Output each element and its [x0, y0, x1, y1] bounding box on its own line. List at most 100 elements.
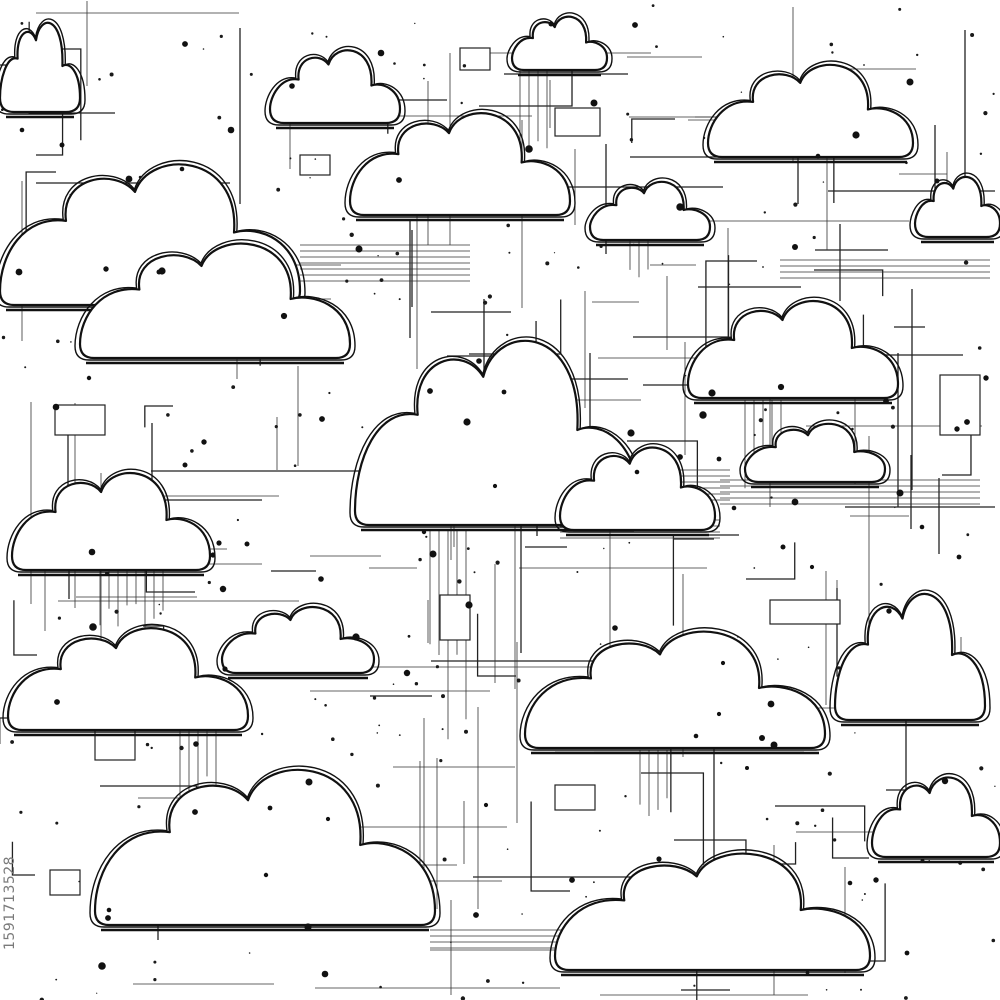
circuit-node — [627, 429, 635, 437]
circuit-node — [325, 816, 331, 822]
circuit-node — [192, 809, 198, 815]
cloud-icon — [2, 623, 254, 733]
circuit-node — [465, 601, 473, 609]
ink-speck — [379, 985, 382, 989]
circuit-node — [483, 802, 489, 808]
ink-speck — [822, 181, 825, 183]
ink-speck — [274, 425, 278, 429]
watermark-id-text: 1591713528 — [2, 855, 18, 950]
circuit-trace — [746, 542, 796, 580]
ink-speck — [879, 582, 883, 586]
circuit-node — [355, 245, 363, 253]
ink-speck — [450, 941, 452, 943]
ink-speck — [483, 300, 488, 305]
ink-speck — [179, 745, 184, 751]
cloud-icon — [220, 606, 376, 675]
circuit-node — [919, 524, 925, 530]
ink-speck — [153, 960, 157, 964]
ink-speck — [398, 298, 401, 301]
ink-speck — [753, 567, 756, 569]
circuit-nodes-layer — [15, 21, 989, 978]
ink-speck — [553, 252, 556, 254]
ink-speck — [486, 979, 490, 983]
circuit-node — [156, 269, 162, 275]
circuit-node — [427, 388, 433, 394]
ink-speck — [114, 609, 119, 614]
circuit-trace — [25, 171, 56, 238]
ink-speck — [345, 279, 349, 283]
circuit-node — [59, 142, 65, 148]
ink-speck — [439, 759, 443, 763]
ink-speck — [109, 72, 114, 77]
ink-speck — [898, 7, 902, 11]
cloud-icon — [743, 422, 887, 484]
ink-speck — [758, 418, 763, 423]
ink-speck — [506, 848, 509, 850]
ink-speck — [863, 64, 865, 66]
circuit-node — [792, 244, 798, 250]
circuit-node — [182, 41, 188, 47]
circuit-node — [699, 411, 707, 419]
ink-speck — [378, 724, 381, 727]
circuit-node — [632, 22, 638, 28]
circuit-trace — [831, 817, 869, 859]
circuit-node — [896, 489, 904, 497]
ink-speck — [793, 202, 798, 207]
ink-speck — [207, 580, 211, 585]
ink-speck — [827, 771, 832, 776]
circuit-node — [19, 127, 25, 133]
ink-speck — [78, 880, 80, 883]
ink-speck — [545, 261, 550, 266]
ink-speck — [829, 42, 834, 47]
cloud-icon — [523, 630, 827, 750]
ink-speck — [350, 752, 354, 757]
ink-speck — [441, 694, 445, 699]
circuit-node — [716, 456, 722, 462]
ink-speck — [373, 292, 376, 295]
circuit-trace — [641, 772, 705, 865]
cloud-icon — [686, 300, 900, 400]
ink-speck — [311, 32, 314, 35]
cloud-icon — [10, 472, 212, 572]
circuit-node — [904, 950, 910, 956]
circuit-node — [548, 21, 554, 27]
chip-rectangle — [299, 154, 331, 176]
circuit-node — [318, 576, 324, 582]
ink-speck — [349, 232, 354, 237]
circuit-node — [847, 880, 853, 886]
circuit-node — [767, 700, 775, 708]
ink-speck — [137, 805, 141, 809]
circuit-node — [304, 923, 312, 931]
circuit-node — [777, 383, 785, 391]
circuit-node — [267, 805, 273, 811]
circuit-node — [103, 266, 109, 272]
ink-speck — [831, 51, 834, 54]
circuit-node — [125, 175, 133, 183]
ink-speck — [764, 408, 767, 412]
ink-speck — [158, 603, 161, 606]
ink-speck — [836, 411, 840, 415]
circuit-trace — [0, 64, 21, 66]
circuit-node — [759, 735, 765, 741]
ink-speck — [963, 260, 969, 265]
ink-speck — [812, 235, 816, 240]
ink-speck — [825, 989, 828, 991]
ink-speck — [166, 413, 170, 417]
cloud-icon — [739, 419, 891, 485]
ink-speck — [894, 506, 896, 509]
circuit-node — [98, 962, 106, 970]
ink-speck — [994, 785, 996, 787]
circuit-node — [473, 912, 479, 918]
ink-speck — [309, 177, 311, 179]
ink-speck — [651, 4, 655, 7]
ink-speck — [762, 266, 764, 268]
circuit-trace — [144, 405, 173, 428]
cloud-icon — [866, 773, 1000, 860]
cloud-icon — [553, 852, 872, 972]
circuit-node — [525, 145, 533, 153]
cloud-icon — [558, 446, 717, 532]
circuit-trace — [530, 801, 570, 892]
ink-speck — [684, 375, 687, 377]
cloud-icon — [6, 468, 216, 573]
circuit-node — [956, 554, 962, 560]
